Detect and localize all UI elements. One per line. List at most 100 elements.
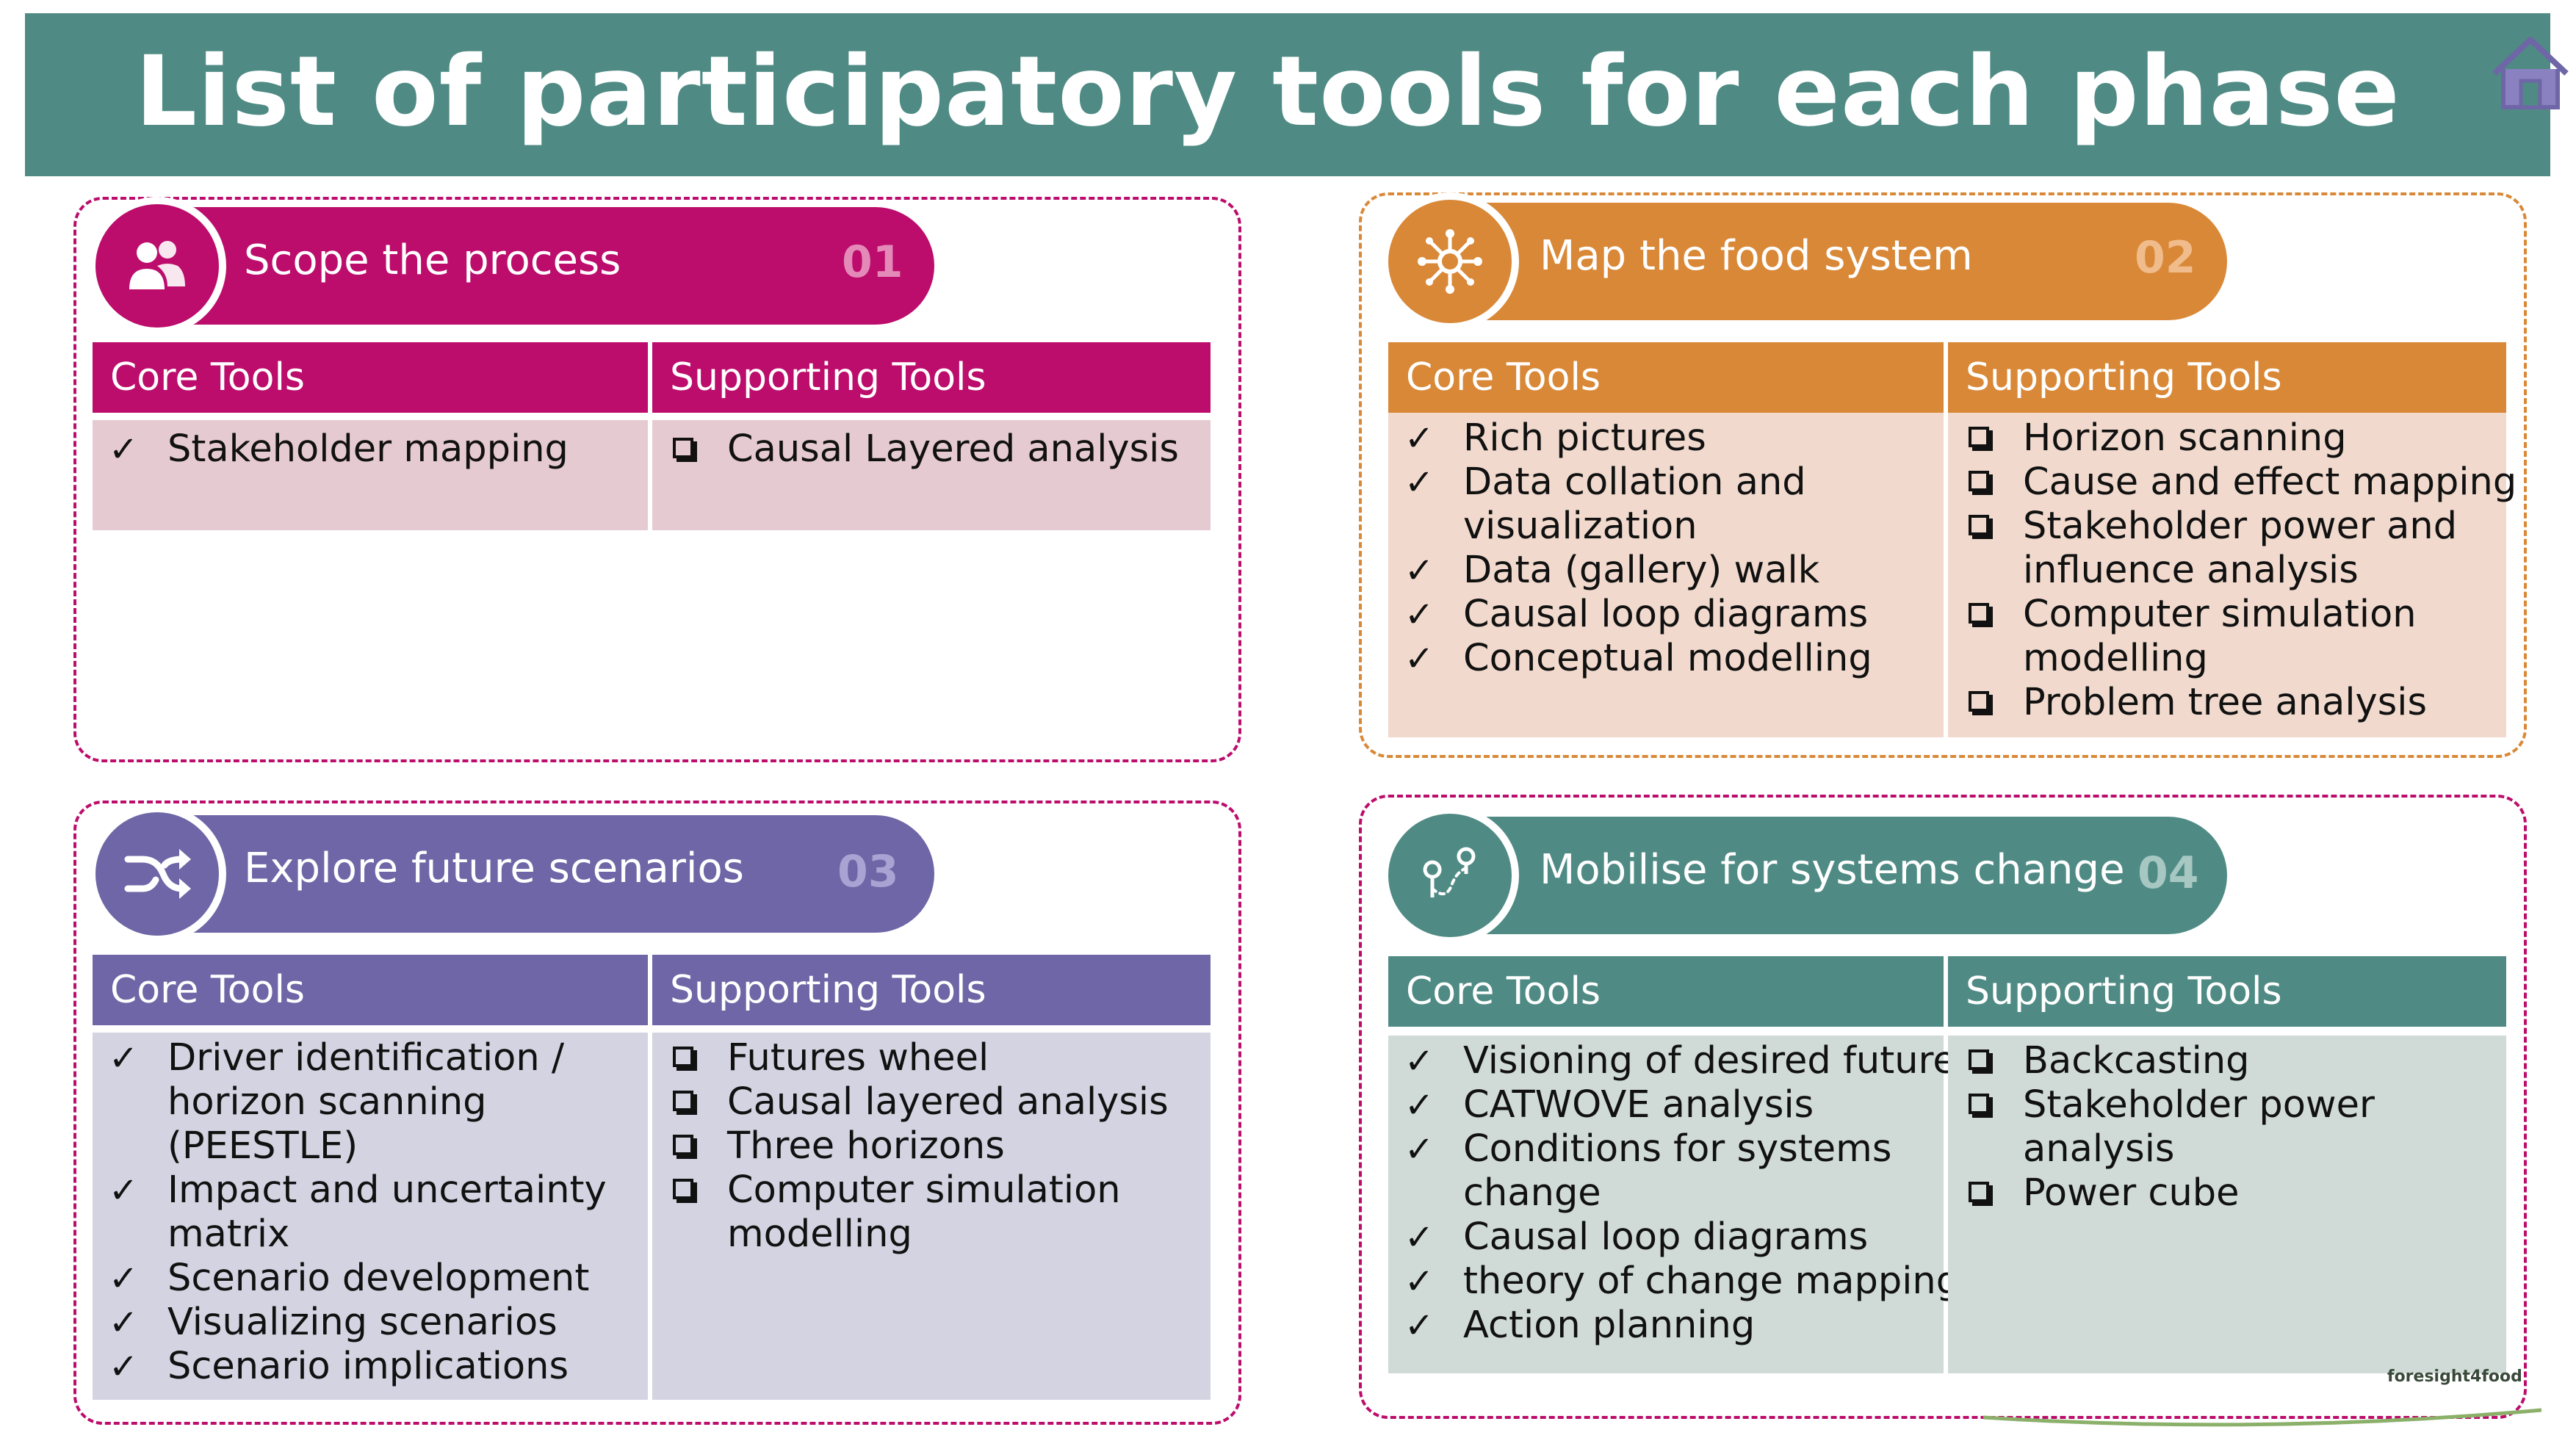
tool-list-item: visualization bbox=[1388, 505, 1944, 549]
tool-list-item: Backcasting bbox=[1948, 1039, 2506, 1083]
tool-label: matrix bbox=[167, 1213, 290, 1256]
phase-4-number: 04 bbox=[2137, 848, 2199, 899]
phase-3-panel bbox=[73, 801, 1241, 1425]
tool-label: Backcasting bbox=[2023, 1039, 2250, 1083]
phase-4-supporting-header: Supporting Tools bbox=[1948, 956, 2506, 1027]
tool-list-item: ✓Scenario development bbox=[93, 1257, 648, 1301]
tool-list-item: horizon scanning bbox=[93, 1080, 648, 1124]
phase-4-core-header: Core Tools bbox=[1388, 956, 1944, 1027]
phase-1-title: Scope the process bbox=[244, 236, 621, 284]
tool-list-item: matrix bbox=[93, 1213, 648, 1257]
checkmark-icon: ✓ bbox=[109, 1170, 139, 1211]
tool-list-item: Futures wheel bbox=[652, 1036, 1211, 1080]
tool-list-item: ✓Causal loop diagrams bbox=[1388, 593, 1944, 637]
tool-list-item: ✓ CATWOVE analysis bbox=[1388, 1083, 1944, 1127]
tool-label: Visualizing scenarios bbox=[167, 1301, 558, 1344]
phase-3-number: 03 bbox=[837, 846, 899, 897]
home-icon[interactable] bbox=[2487, 29, 2574, 115]
tool-list-item: Stakeholder power and bbox=[1948, 505, 2506, 549]
tool-label: CATWOVE analysis bbox=[1463, 1083, 1814, 1127]
tool-list-item: ✓Driver identification / bbox=[93, 1036, 648, 1080]
tool-list-item: Problem tree analysis bbox=[1948, 681, 2506, 725]
tool-label: Three horizons bbox=[727, 1124, 1005, 1168]
tool-label: Computer simulation bbox=[2023, 593, 2417, 636]
checkmark-icon: ✓ bbox=[1404, 1085, 1435, 1126]
checkmark-icon: ✓ bbox=[109, 1302, 139, 1343]
route-icon bbox=[1423, 847, 1476, 897]
tool-list-item: ✓ Visualizing scenarios bbox=[93, 1301, 648, 1345]
tool-label: Conceptual modelling bbox=[1463, 637, 1872, 680]
phase-1-supporting-header: Supporting Tools bbox=[652, 342, 1211, 413]
tool-label: Causal layered analysis bbox=[727, 1080, 1169, 1124]
tool-label: Problem tree analysis bbox=[2023, 681, 2428, 724]
phase-2-core-header: Core Tools bbox=[1388, 342, 1944, 413]
tool-list-item: ✓Conditions for systems bbox=[1388, 1127, 1944, 1171]
tool-label: theory of change mapping bbox=[1463, 1260, 1960, 1303]
tool-label: Visioning of desired future bbox=[1463, 1039, 1956, 1083]
checkmark-icon: ✓ bbox=[1404, 1217, 1435, 1258]
tool-label: Computer simulation bbox=[727, 1168, 1121, 1212]
phase-1-core-header: Core Tools bbox=[93, 342, 648, 413]
tool-list-item: Computer simulation bbox=[652, 1168, 1211, 1213]
tool-label: Conditions for systems bbox=[1463, 1127, 1892, 1171]
shuffle-icon bbox=[124, 849, 191, 899]
tool-list-item: ✓Rich pictures bbox=[1388, 416, 1944, 460]
tool-label: analysis bbox=[2023, 1127, 2175, 1171]
phase-4-title: Mobilise for systems change bbox=[1540, 846, 2125, 894]
tool-label: horizon scanning bbox=[167, 1080, 487, 1124]
phase-2-number: 02 bbox=[2135, 232, 2196, 283]
tool-list-item: modelling bbox=[1948, 637, 2506, 681]
tool-list-item: change bbox=[1388, 1171, 1944, 1215]
tool-list-item: Horizon scanning bbox=[1948, 416, 2506, 460]
tool-label: influence analysis bbox=[2023, 549, 2359, 592]
phase-3-core-header: Core Tools bbox=[93, 955, 648, 1025]
phase-2-supporting-header: Supporting Tools bbox=[1948, 342, 2506, 413]
tool-list-item: ✓ Impact and uncertainty bbox=[93, 1168, 648, 1213]
phase-4-icon-circle bbox=[1381, 806, 1519, 944]
phase-1-pill bbox=[118, 207, 934, 325]
tool-list-item: ✓ Action planning bbox=[1388, 1304, 1944, 1348]
tool-list-item: (PEESTLE) bbox=[93, 1124, 648, 1168]
phase-1-supporting-list: Causal Layered analysis bbox=[652, 420, 1211, 530]
tool-label: Futures wheel bbox=[727, 1036, 989, 1080]
tool-list-item: modelling bbox=[652, 1213, 1211, 1257]
tool-label: Cause and effect mapping bbox=[2023, 460, 2517, 504]
phase-4-panel bbox=[1359, 795, 2527, 1419]
checkmark-icon: ✓ bbox=[1404, 638, 1435, 679]
tool-list-item: ✓Data collation and bbox=[1388, 460, 1944, 505]
tool-list-item: ✓ Scenario implications bbox=[93, 1345, 648, 1389]
tool-label: Scenario implications bbox=[167, 1345, 569, 1388]
checkmark-icon: ✓ bbox=[1404, 550, 1435, 591]
tool-list-item: influence analysis bbox=[1948, 549, 2506, 593]
checkmark-icon: ✓ bbox=[1404, 1305, 1435, 1346]
tool-label: Causal loop diagrams bbox=[1463, 593, 1869, 636]
phase-4-pill bbox=[1410, 817, 2227, 934]
phase-1-number: 01 bbox=[842, 236, 903, 288]
tool-list-item: ✓Stakeholder mapping bbox=[93, 427, 648, 471]
tool-label: (PEESTLE) bbox=[167, 1124, 358, 1168]
people-icon bbox=[129, 241, 185, 289]
tool-list-item: Three horizons bbox=[652, 1124, 1211, 1168]
tool-label: visualization bbox=[1463, 505, 1698, 548]
page-title: List of participatory tools for each pha… bbox=[135, 35, 2400, 148]
foresight4food-logo: foresight4food bbox=[2387, 1367, 2522, 1386]
tool-label: Causal loop diagrams bbox=[1463, 1215, 1869, 1259]
tool-label: Impact and uncertainty bbox=[167, 1168, 607, 1212]
tool-label: Stakeholder mapping bbox=[167, 427, 569, 471]
phase-1-core-list: ✓Stakeholder mapping bbox=[93, 420, 648, 530]
tool-label: Stakeholder power and bbox=[2023, 505, 2458, 548]
tool-label: Action planning bbox=[1463, 1304, 1756, 1347]
phase-4-core-list: ✓ Visioning of desired future ✓ CATWOVE ana… bbox=[1388, 1036, 1960, 1373]
tool-label: Power cube bbox=[2023, 1171, 2240, 1215]
checkmark-icon: ✓ bbox=[109, 1346, 139, 1387]
title-banner: List of participatory tools for each pha… bbox=[25, 13, 2569, 176]
tool-label: change bbox=[1463, 1171, 1601, 1215]
phase-1-icon-circle bbox=[88, 197, 226, 335]
network-icon bbox=[1418, 229, 1482, 294]
tool-list-item: ✓ Conceptual modelling bbox=[1388, 637, 1944, 681]
tool-list-item: Power cube bbox=[1948, 1171, 2506, 1215]
tool-label: Causal Layered analysis bbox=[727, 427, 1179, 471]
checkmark-icon: ✓ bbox=[1404, 1261, 1435, 1302]
